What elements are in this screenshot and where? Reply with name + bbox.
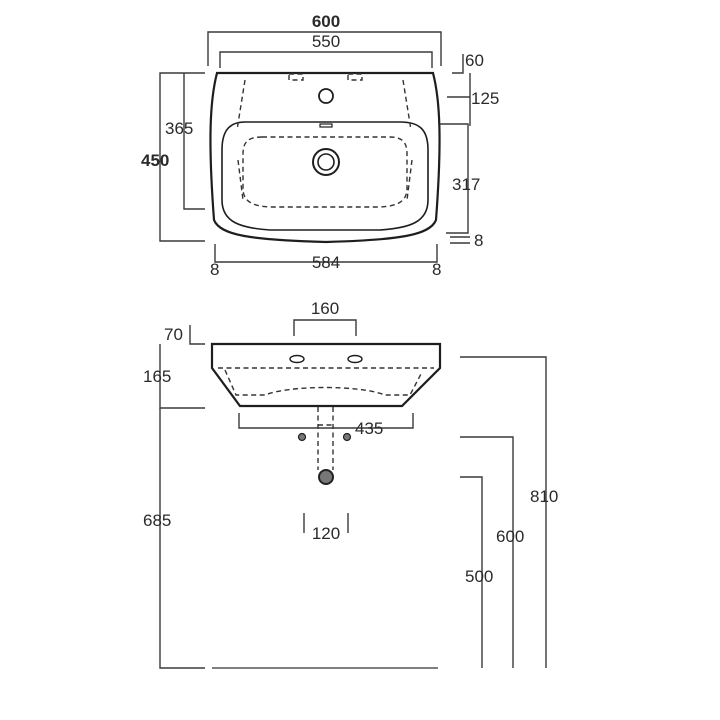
dim-60-line	[452, 54, 464, 74]
dim-317-line	[440, 123, 469, 234]
dim-600-label: 600	[312, 12, 340, 31]
dim-810-label: 810	[530, 487, 558, 506]
dim-165-label: 165	[143, 367, 171, 386]
basin-inner-rim	[221, 121, 429, 231]
bolt-left	[297, 432, 307, 442]
fixing-mark-right	[347, 73, 363, 81]
dim-365-line	[183, 73, 205, 210]
basin-outline-side	[210, 342, 442, 408]
waste-pipe	[317, 407, 334, 470]
waste-trap	[318, 469, 334, 485]
dim-435-line	[238, 413, 414, 429]
dim-8-bottom-right-label: 8	[432, 260, 441, 279]
dim-125-label: 125	[471, 89, 499, 108]
bowl-hidden-left	[237, 159, 244, 201]
fixing-hole-right	[347, 354, 363, 364]
tap-hole	[318, 88, 334, 104]
waste-inner	[317, 153, 335, 171]
dim-8-left-label: 8	[210, 260, 219, 279]
dim-317-label: 317	[452, 175, 480, 194]
dim-600-line	[207, 31, 442, 66]
bowl-hidden-edge	[242, 136, 408, 208]
dim-600-side-line	[460, 436, 514, 668]
dim-120-line	[303, 513, 349, 533]
dim-120-label: 120	[312, 524, 340, 543]
dim-8-right-line	[450, 236, 470, 244]
dim-685-line	[159, 408, 205, 669]
dim-70-label: 70	[164, 325, 183, 344]
dim-125-line	[447, 73, 471, 126]
dim-60-label: 60	[465, 51, 484, 70]
dim-810-line	[460, 356, 547, 668]
overflow-slot	[319, 123, 333, 128]
dim-435-label: 435	[355, 419, 383, 438]
dim-160-label: 160	[311, 299, 339, 318]
dim-600-side-label: 600	[496, 527, 524, 546]
dim-584-label: 584	[312, 253, 340, 272]
dim-8-right-label: 8	[474, 231, 483, 250]
dim-584-line	[214, 244, 438, 263]
dim-685-label: 685	[143, 511, 171, 530]
fixing-hole-left	[289, 354, 305, 364]
dim-450-line	[159, 72, 205, 242]
dim-70-line	[189, 325, 205, 345]
bowl-hidden-right	[406, 159, 413, 201]
side-view: 160 70 165 435 120 685 810 600 500	[143, 299, 558, 669]
dim-160-line	[293, 319, 357, 336]
fixing-mark-left	[288, 73, 304, 81]
dim-450-label: 450	[141, 151, 169, 170]
dim-550-label: 550	[312, 32, 340, 51]
dim-550-line	[219, 51, 433, 68]
top-view: 600 550 60 125 450 365 317 8 584 8 8	[141, 12, 499, 279]
bolt-right	[342, 432, 352, 442]
dim-365-label: 365	[165, 119, 193, 138]
dim-500-line	[460, 476, 483, 668]
dim-500-label: 500	[465, 567, 493, 586]
